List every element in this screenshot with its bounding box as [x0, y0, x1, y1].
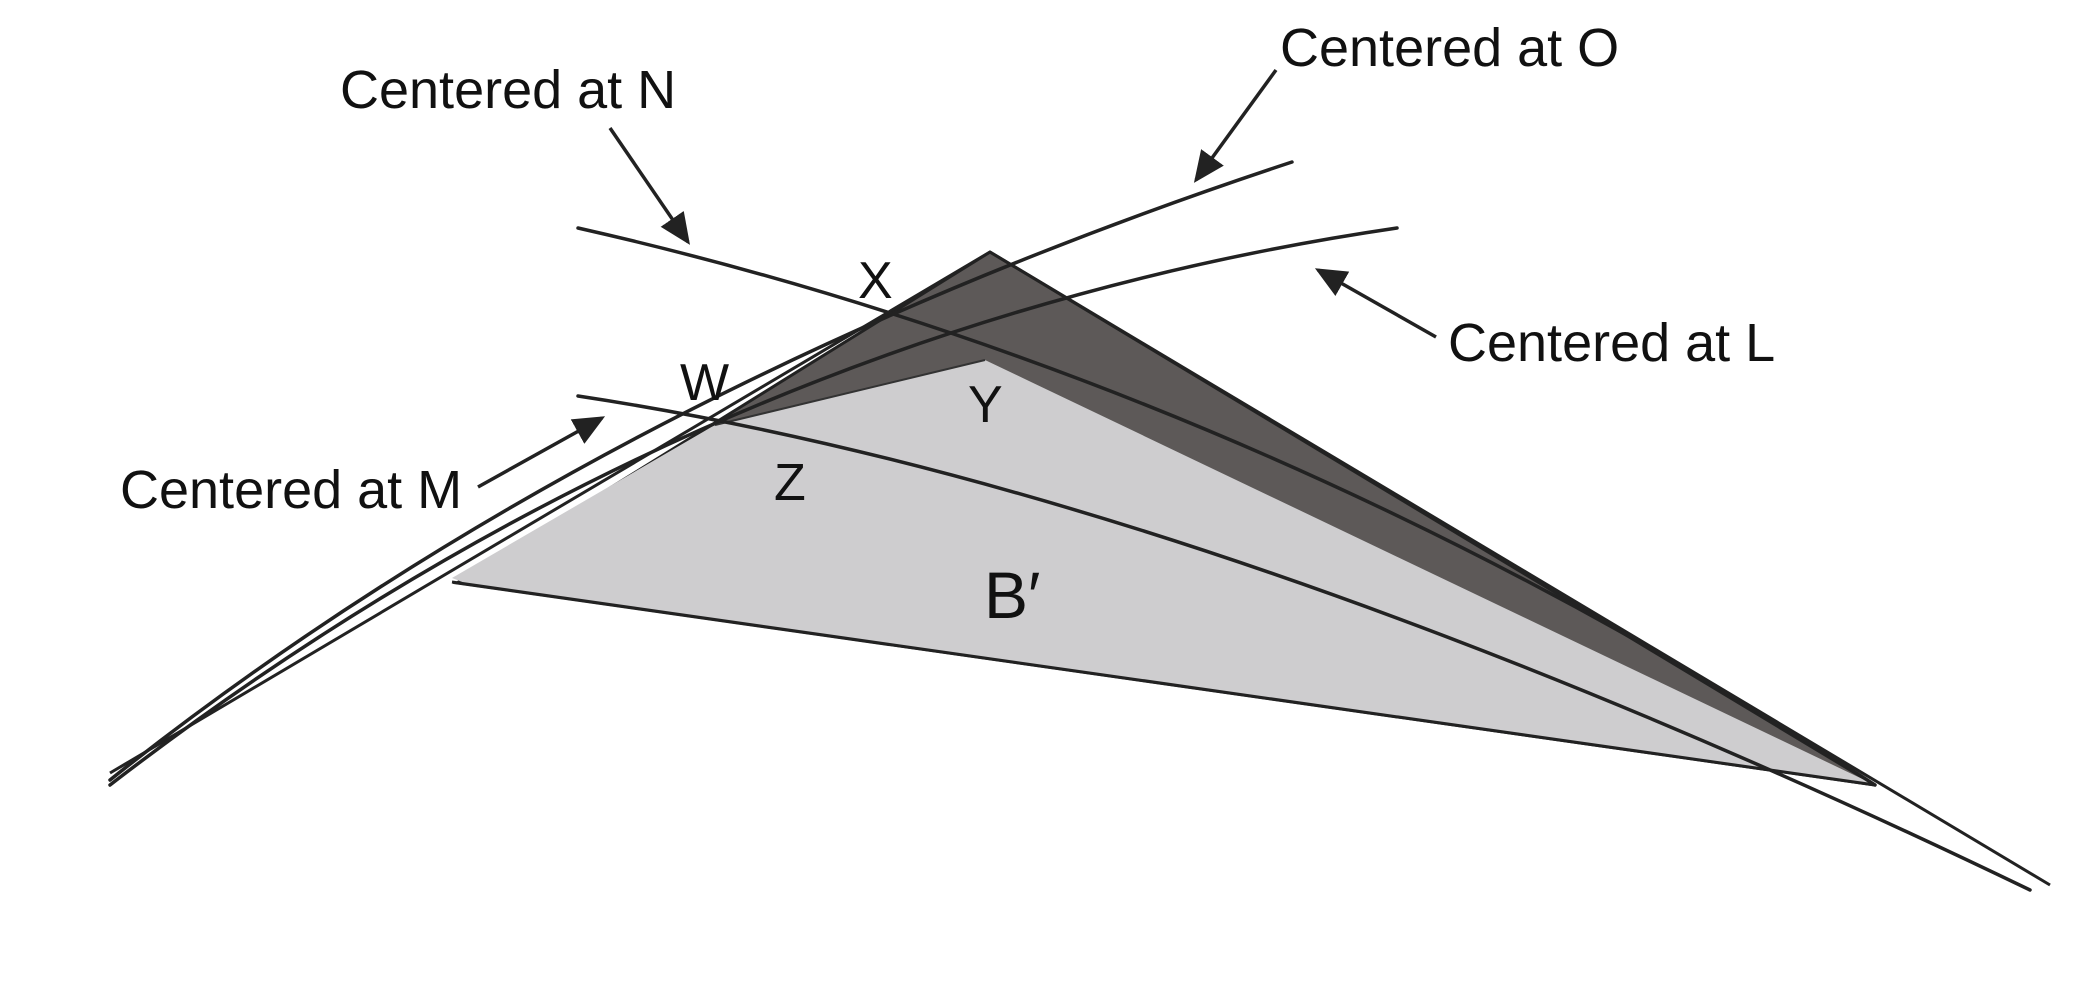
region-upper-edge: [714, 359, 986, 426]
arc-centered-at-m: [576, 394, 2032, 892]
leader-arrow-o: [1193, 68, 1278, 183]
arc-centered-at-l: [108, 226, 1399, 787]
arc-centered-at-n: [576, 226, 1877, 787]
point-label-w: W: [680, 354, 729, 412]
point-label-y: Y: [968, 376, 1003, 434]
dark-triangle-left-edge: [109, 250, 991, 775]
light-shaded-region-b-prime: [452, 360, 1875, 785]
dark-triangle-right-edge: [989, 250, 2051, 887]
point-label-z: Z: [774, 454, 806, 512]
leader-arrow-m: [477, 416, 606, 489]
point-label-x: X: [858, 252, 893, 310]
label-centered-at-n: Centered at N: [340, 60, 676, 120]
label-centered-at-l: Centered at L: [1448, 313, 1775, 373]
leader-arrow-l: [1314, 268, 1437, 339]
region-bottom-edge: [451, 580, 1876, 787]
region-label-b-prime: B′: [984, 558, 1040, 632]
leader-arrow-n: [608, 127, 690, 245]
label-centered-at-o: Centered at O: [1280, 18, 1619, 78]
arc-centered-at-o: [108, 160, 1294, 782]
label-centered-at-m: Centered at M: [120, 460, 462, 520]
